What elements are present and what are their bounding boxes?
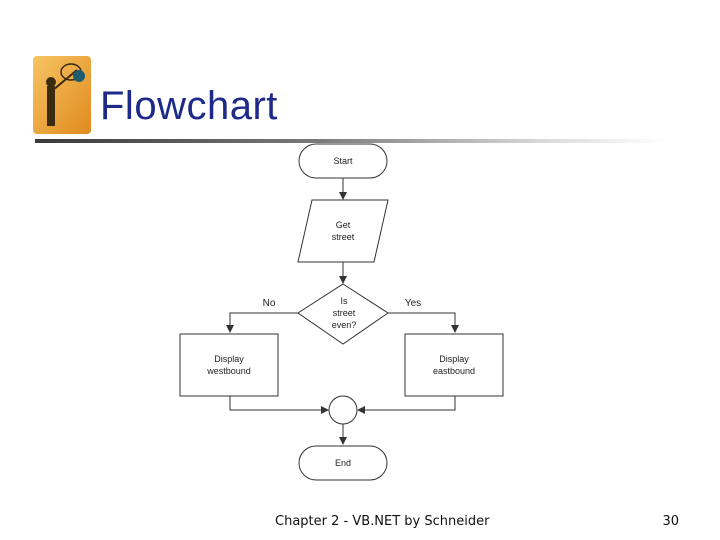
end-terminator (298, 445, 388, 481)
no-branch-label: No (263, 298, 276, 309)
connector-no-branch (226, 312, 298, 333)
eastbound-label-line-2: eastbound (433, 366, 475, 376)
start-label: Start (333, 156, 353, 166)
page-number: 30 (662, 514, 679, 529)
westbound-label-line-1: Display (214, 354, 244, 364)
input-parallelogram (297, 199, 389, 263)
westbound-label-line-2: westbound (206, 366, 251, 376)
eastbound-process-box (404, 333, 504, 397)
connector-left-to-merge (229, 396, 329, 414)
decision-label-line-3: even? (332, 320, 357, 330)
title-divider (35, 139, 665, 143)
decision-diamond (297, 283, 389, 345)
westbound-process-box (179, 333, 279, 397)
connector-yes-branch (388, 312, 459, 333)
yes-branch-label: Yes (405, 298, 421, 309)
end-label: End (335, 458, 351, 468)
decision-label-line-1: Is (340, 296, 348, 306)
merge-connector (328, 395, 358, 425)
footer-text: Chapter 2 - VB.NET by Schneider (275, 514, 490, 529)
input-label-line-2: street (332, 232, 355, 242)
page-title: Flowchart (100, 84, 278, 128)
connector-right-to-merge (357, 396, 456, 414)
decision-label-line-2: street (333, 308, 356, 318)
eastbound-label-line-1: Display (439, 354, 469, 364)
logo-icon (33, 56, 91, 134)
input-label-line-1: Get (336, 220, 351, 230)
